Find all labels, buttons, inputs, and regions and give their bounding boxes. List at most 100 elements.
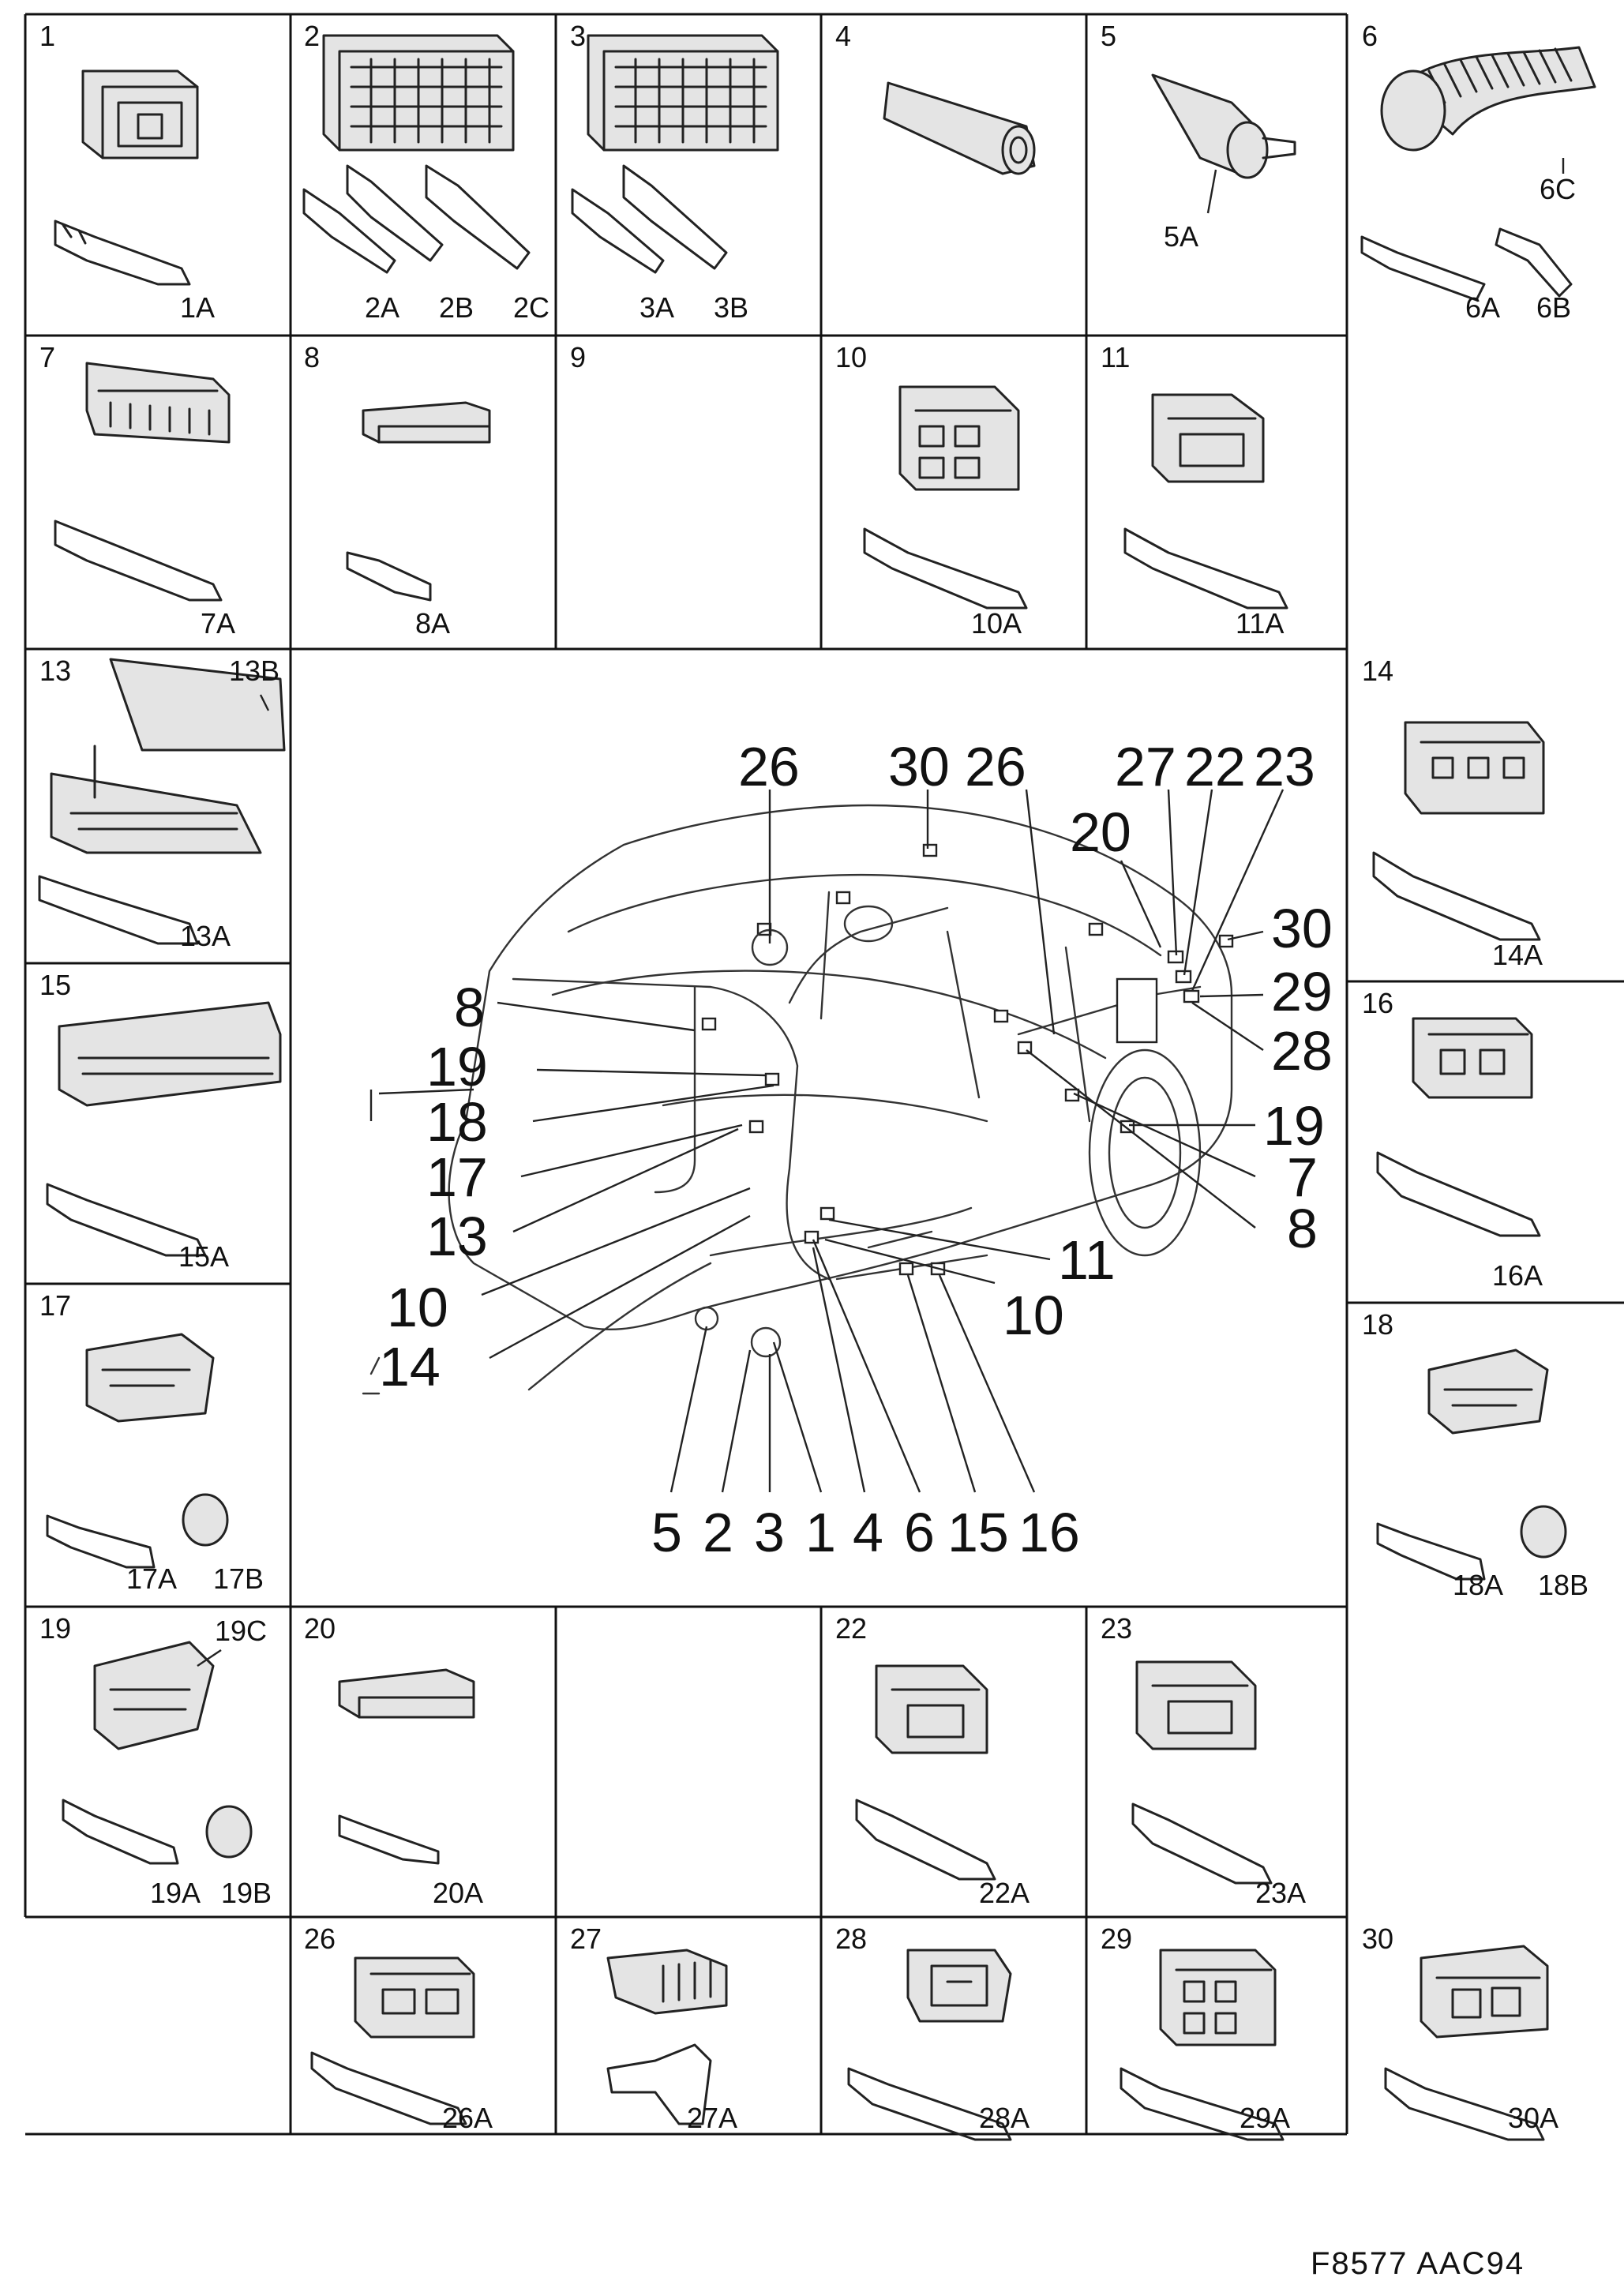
- connector-14-icon: [1372, 721, 1545, 941]
- cell-number: 9: [570, 341, 586, 373]
- cell-number: 28: [835, 1923, 867, 1955]
- callout-label: 8: [454, 977, 485, 1038]
- connector-artwork: [38, 34, 1596, 2141]
- figure-code: F8577 AAC94: [1311, 2246, 1525, 2281]
- vehicle-wiring-illustration: [362, 804, 1234, 1395]
- connector-2-icon: [302, 34, 531, 274]
- connector-27-icon: [606, 1949, 728, 2125]
- part-label: 19B: [221, 1877, 272, 1909]
- cell-number: 15: [39, 969, 71, 1001]
- part-label: 20A: [433, 1877, 483, 1909]
- cell-number: 16: [1362, 987, 1393, 1019]
- cell-number: 7: [39, 341, 55, 373]
- connector-18-icon: [1376, 1349, 1567, 1581]
- callout-label: 5: [651, 1502, 682, 1563]
- cell-number: 6: [1362, 20, 1378, 52]
- part-label: 19A: [150, 1877, 201, 1909]
- part-label: 2C: [513, 291, 549, 324]
- callout-label: 16: [1018, 1502, 1080, 1563]
- connector-7-icon: [54, 362, 231, 602]
- part-label: 2A: [365, 291, 399, 324]
- part-label: 5A: [1164, 220, 1198, 253]
- grid-lines: [24, 13, 1624, 2136]
- cell-number: 13: [39, 655, 71, 687]
- part-label: 13A: [180, 920, 231, 952]
- cell-number: 11: [1101, 341, 1130, 373]
- part-label: 18A: [1453, 1569, 1503, 1601]
- cell-number: 29: [1101, 1923, 1132, 1955]
- callout-label: 22: [1184, 736, 1246, 797]
- connector-16-icon: [1376, 1017, 1541, 1237]
- connector-17-icon: [46, 1333, 229, 1569]
- connector-26-icon: [310, 1956, 475, 2125]
- part-label: 2B: [439, 291, 474, 324]
- cell-number: 4: [835, 20, 851, 52]
- callout-label: 20: [1070, 801, 1131, 863]
- part-label: 30A: [1508, 2102, 1558, 2134]
- callout-label: 30: [888, 736, 950, 797]
- cell-number: 10: [835, 341, 867, 373]
- cell-number: 26: [304, 1923, 336, 1955]
- part-label: 29A: [1240, 2102, 1290, 2134]
- callout-label: 17: [426, 1146, 488, 1208]
- part-label: 1A: [180, 291, 215, 324]
- cell-number: 18: [1362, 1308, 1393, 1341]
- connector-23-icon: [1131, 1660, 1273, 1885]
- callout-label: 18: [426, 1091, 488, 1153]
- callout-label: 23: [1254, 736, 1315, 797]
- part-label: 6C: [1540, 173, 1576, 205]
- cell-number: 5: [1101, 20, 1116, 52]
- callout-numbers: 26 30 26 27 22 23 20 8 19 18 17 13 10 14…: [379, 736, 1333, 1563]
- part-label: 6B: [1536, 291, 1571, 324]
- cell-number: 17: [39, 1289, 71, 1322]
- part-label: 7A: [201, 607, 235, 640]
- connector-3-icon: [571, 34, 779, 274]
- cell-number: 19: [39, 1612, 71, 1645]
- callout-label: 11: [1058, 1229, 1116, 1291]
- connector-29-icon: [1120, 1949, 1285, 2141]
- callout-label: 8: [1287, 1198, 1318, 1259]
- connector-4-icon: [883, 81, 1036, 175]
- part-label: 26A: [442, 2102, 493, 2134]
- connector-20-icon: [338, 1668, 475, 1865]
- part-label: 17B: [213, 1562, 264, 1595]
- cell-number: 22: [835, 1612, 867, 1645]
- part-label: 11A: [1236, 607, 1284, 640]
- cell-number: 27: [570, 1923, 602, 1955]
- part-label: 17A: [126, 1562, 177, 1595]
- part-label: 13B: [229, 655, 279, 687]
- callout-label: 1: [805, 1502, 836, 1563]
- part-label: 18B: [1538, 1569, 1588, 1601]
- cell-number: 2: [304, 20, 320, 52]
- connector-22-icon: [855, 1664, 996, 1881]
- callout-label: 28: [1271, 1020, 1333, 1082]
- cell-number: 14: [1362, 655, 1393, 687]
- callout-leader-lines: [369, 789, 1285, 1493]
- callout-label: 30: [1271, 898, 1333, 959]
- connector-28-icon: [847, 1949, 1012, 2141]
- connector-6-icon: [1360, 46, 1596, 302]
- part-label: 6A: [1465, 291, 1500, 324]
- cell-number: 3: [570, 20, 586, 52]
- part-label: 3B: [714, 291, 748, 324]
- connector-15-icon: [46, 1001, 282, 1257]
- callout-label: 2: [703, 1502, 733, 1563]
- cell-number: 8: [304, 341, 320, 373]
- part-label: 23A: [1255, 1877, 1306, 1909]
- callout-label: 10: [387, 1277, 448, 1338]
- connector-8-icon: [346, 401, 491, 602]
- connector-19-icon: [62, 1641, 253, 1865]
- callout-label: 3: [754, 1502, 785, 1563]
- callout-label: 15: [947, 1502, 1009, 1563]
- part-label: 28A: [979, 2102, 1030, 2134]
- part-label: 15A: [178, 1240, 229, 1273]
- connector-5-icon: [1151, 73, 1296, 214]
- cell-number: 20: [304, 1612, 336, 1645]
- connector-11-icon: [1123, 393, 1288, 610]
- cell-number: 1: [39, 20, 55, 52]
- callout-label: 6: [904, 1502, 935, 1563]
- part-label: 3A: [639, 291, 674, 324]
- callout-label: 26: [738, 736, 800, 797]
- part-label: 27A: [687, 2102, 737, 2134]
